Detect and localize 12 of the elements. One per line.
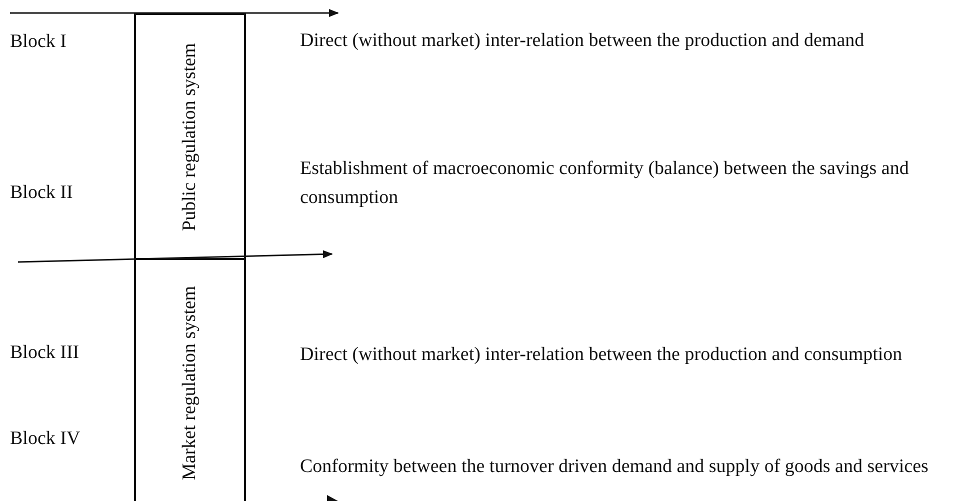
block-label: Block I <box>10 30 66 54</box>
description: Establishment of macroeconomic conformity (balance) between the savings and consumption <box>300 157 910 210</box>
regulation-box <box>134 258 246 501</box>
regulation-box <box>134 13 246 260</box>
block-label: Block IV <box>10 427 80 451</box>
block-label: Block II <box>10 181 73 205</box>
box-label: Market regulation system <box>179 284 201 482</box>
description: Conformity between the turnover driven demand and supply of goods and services <box>300 455 928 479</box>
description: Direct (without market) inter-relation between the production and consumption <box>300 343 904 367</box>
block-label: Block III <box>10 341 80 365</box>
box-label: Public regulation system <box>179 42 201 232</box>
description: Direct (without market) inter-relation between the production and demand <box>300 29 864 53</box>
